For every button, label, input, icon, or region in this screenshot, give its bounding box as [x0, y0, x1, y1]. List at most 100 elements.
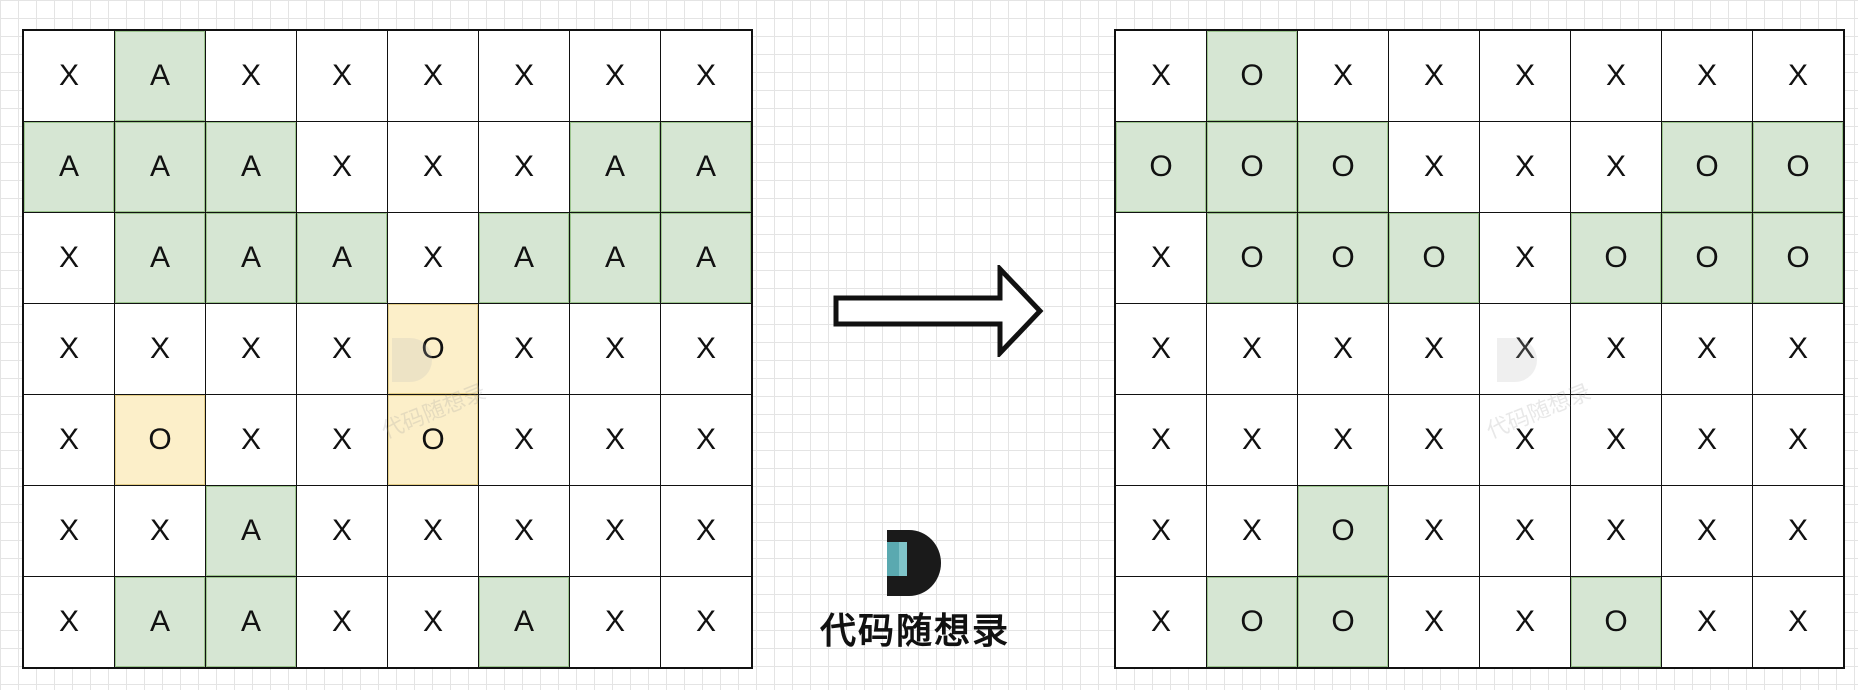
after-grid-cell: X [1480, 395, 1570, 485]
before-grid-cell: X [479, 486, 569, 576]
after-grid-cell: X [1571, 395, 1661, 485]
after-grid-cell: X [1298, 395, 1388, 485]
before-grid-cell: X [661, 395, 751, 485]
before-grid-cell: X [115, 486, 205, 576]
before-grid-cell: X [570, 395, 660, 485]
after-grid-cell: O [1116, 122, 1206, 212]
before-grid-cell: A [115, 213, 205, 303]
after-grid-cell: O [1298, 577, 1388, 667]
after-grid-cell: O [1571, 577, 1661, 667]
before-grid-cell: X [661, 304, 751, 394]
after-grid-cell: O [1662, 213, 1752, 303]
before-grid-cell: A [479, 213, 569, 303]
after-grid-cell: O [1298, 213, 1388, 303]
after-grid-cell: X [1480, 31, 1570, 121]
before-grid-cell: A [206, 122, 296, 212]
after-grid-cell: X [1480, 486, 1570, 576]
before-grid-cell: X [24, 304, 114, 394]
before-grid-cell: O [388, 395, 478, 485]
after-grid-cell: O [1753, 213, 1843, 303]
after-grid-cell: O [1207, 31, 1297, 121]
before-grid-cell: X [479, 304, 569, 394]
before-grid-cell: X [570, 31, 660, 121]
before-grid-cell: X [570, 304, 660, 394]
after-grid-cell: X [1571, 31, 1661, 121]
after-grid-cell: X [1753, 395, 1843, 485]
before-grid-cell: X [570, 486, 660, 576]
before-grid-cell: X [24, 486, 114, 576]
before-grid-cell: X [661, 577, 751, 667]
right-arrow-icon [833, 265, 1044, 357]
after-grid-cell: X [1753, 577, 1843, 667]
before-grid-cell: X [206, 31, 296, 121]
before-grid-cell: X [570, 577, 660, 667]
after-grid-cell: X [1571, 122, 1661, 212]
before-grid-cell: X [479, 122, 569, 212]
before-grid-cell: X [297, 395, 387, 485]
before-grid-cell: X [297, 486, 387, 576]
after-grid-cell: X [1116, 577, 1206, 667]
after-grid-cell: X [1298, 304, 1388, 394]
after-grid-cell: X [1480, 304, 1570, 394]
after-grid-cell: X [1571, 486, 1661, 576]
after-grid-cell: X [1389, 395, 1479, 485]
before-grid-cell: A [479, 577, 569, 667]
before-grid-cell: A [206, 486, 296, 576]
before-grid-cell: X [479, 31, 569, 121]
before-grid-cell: X [24, 577, 114, 667]
before-grid-cell: A [661, 213, 751, 303]
after-grid-cell: X [1662, 486, 1752, 576]
after-grid-cell: X [1662, 304, 1752, 394]
before-grid-cell: X [661, 486, 751, 576]
before-grid-cell: X [24, 395, 114, 485]
before-grid-cell: A [570, 122, 660, 212]
before-grid-cell: X [388, 577, 478, 667]
after-grid-cell: X [1753, 304, 1843, 394]
after-grid-cell: X [1480, 577, 1570, 667]
before-grid-cell: A [115, 577, 205, 667]
after-grid-cell: O [1753, 122, 1843, 212]
before-grid-cell: A [115, 31, 205, 121]
before-grid-cell: X [206, 304, 296, 394]
logo-text: 代码随想录 [819, 610, 1010, 652]
before-grid-cell: X [24, 31, 114, 121]
after-grid-cell: X [1116, 395, 1206, 485]
after-grid-cell: X [1389, 304, 1479, 394]
after-grid-cell: X [1116, 213, 1206, 303]
after-grid-cell: X [1207, 486, 1297, 576]
after-grid-cell: X [1480, 213, 1570, 303]
after-grid-cell: O [1207, 122, 1297, 212]
before-grid-cell: A [206, 577, 296, 667]
after-grid-cell: X [1116, 31, 1206, 121]
after-grid-cell: O [1298, 486, 1388, 576]
before-grid-cell: X [115, 304, 205, 394]
after-grid-cell: O [1207, 577, 1297, 667]
before-grid-cell: X [24, 213, 114, 303]
after-grid-cell: O [1207, 213, 1297, 303]
before-grid-cell: X [388, 31, 478, 121]
after-grid-cell: X [1753, 31, 1843, 121]
after-grid-cell: X [1207, 395, 1297, 485]
logo-d-icon [887, 530, 941, 596]
before-grid-cell: X [479, 395, 569, 485]
after-grid-cell: X [1207, 304, 1297, 394]
before-grid-cell: X [297, 31, 387, 121]
after-grid-cell: X [1480, 122, 1570, 212]
before-grid-cell: X [388, 213, 478, 303]
after-grid-cell: X [1571, 304, 1661, 394]
after-grid-cell: X [1753, 486, 1843, 576]
before-grid-cell: A [24, 122, 114, 212]
before-grid-cell: X [661, 31, 751, 121]
after-grid-cell: X [1389, 122, 1479, 212]
after-grid-cell: X [1116, 486, 1206, 576]
after-grid-cell: O [1662, 122, 1752, 212]
before-grid-cell: X [297, 577, 387, 667]
brand-logo: 代码随想录 [795, 528, 1035, 652]
after-grid-cell: X [1389, 31, 1479, 121]
before-grid-cell: A [570, 213, 660, 303]
after-grid-cell: O [1389, 213, 1479, 303]
after-grid-cell: O [1298, 122, 1388, 212]
after-grid-cell: X [1389, 577, 1479, 667]
